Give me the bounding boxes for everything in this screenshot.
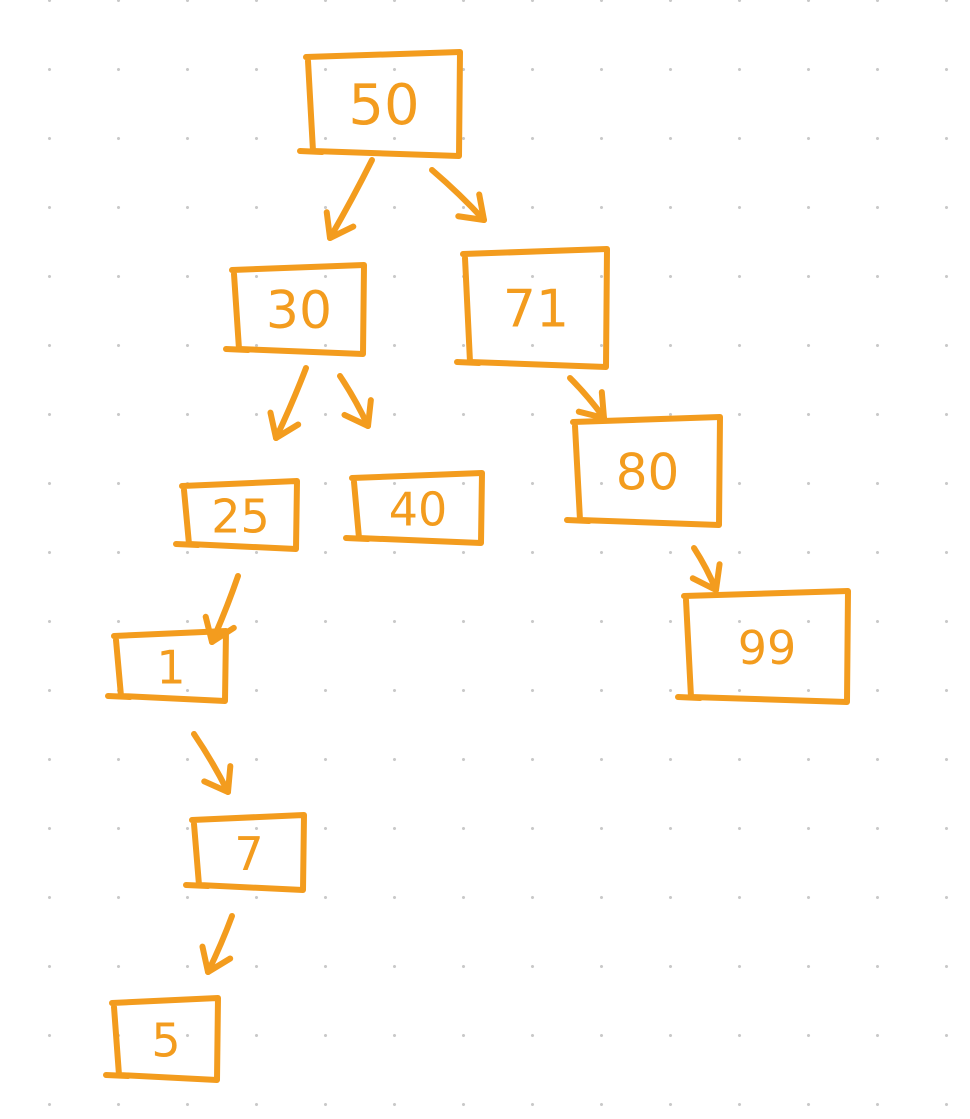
node-box-overshoot xyxy=(103,1072,131,1079)
edge-arrow-head xyxy=(323,209,357,241)
edge-arrow-n80-n99 xyxy=(689,545,723,593)
tree-node-71: 71 xyxy=(454,246,610,370)
edge-arrow-n50-n71 xyxy=(429,167,487,223)
edge-arrow-head xyxy=(199,943,234,975)
node-box xyxy=(109,995,221,1083)
node-label: 99 xyxy=(738,621,797,675)
edges-layer xyxy=(191,157,723,975)
node-box xyxy=(681,588,851,705)
edge-arrow-n50-n30 xyxy=(323,157,375,241)
tree-node-80: 80 xyxy=(564,414,723,528)
node-box xyxy=(229,262,367,357)
node-label: 1 xyxy=(156,641,185,695)
node-label: 40 xyxy=(389,483,448,537)
node-box xyxy=(303,49,463,159)
tree-node-30: 30 xyxy=(223,262,367,357)
tree-node-40: 40 xyxy=(343,470,485,546)
node-box-overshoot xyxy=(183,882,211,889)
edge-arrow-shaft xyxy=(191,731,231,795)
edge-arrow-head xyxy=(201,763,234,795)
node-box-overshoot xyxy=(173,541,201,548)
edge-arrow-shaft xyxy=(327,157,375,241)
edge-arrow-head xyxy=(455,191,487,223)
edge-arrow-shaft xyxy=(209,573,241,645)
node-box xyxy=(179,478,300,552)
node-box-overshoot xyxy=(675,694,703,701)
edge-arrow-head xyxy=(689,561,723,593)
node-box xyxy=(349,470,485,546)
node-box-overshoot xyxy=(297,148,325,155)
node-box xyxy=(189,812,307,893)
node-box-overshoot xyxy=(454,359,482,366)
edge-arrow-n30-n40 xyxy=(337,373,374,429)
edge-arrow-head xyxy=(267,409,302,441)
edge-arrow-shaft xyxy=(429,167,487,223)
edge-arrow-n1-n7 xyxy=(191,731,234,795)
edge-arrow-shaft xyxy=(273,365,309,441)
tree-node-50: 50 xyxy=(297,49,463,159)
node-box-overshoot xyxy=(564,517,592,524)
node-label: 71 xyxy=(503,280,569,340)
node-box xyxy=(111,628,229,704)
edge-arrow-n7-n5 xyxy=(199,913,235,975)
node-label: 30 xyxy=(266,281,332,341)
tree-node-99: 99 xyxy=(675,588,851,705)
node-label: 50 xyxy=(348,73,419,138)
edge-arrow-n71-n80 xyxy=(567,375,607,421)
edge-arrow-n30-n25 xyxy=(267,365,309,441)
node-label: 5 xyxy=(151,1014,180,1068)
node-label: 25 xyxy=(211,490,270,544)
node-box-overshoot xyxy=(105,693,133,700)
node-box-overshoot xyxy=(223,346,251,353)
node-box xyxy=(570,414,723,528)
tree-node-7: 7 xyxy=(183,812,307,893)
tree-node-25: 25 xyxy=(173,478,300,552)
node-label: 7 xyxy=(234,827,263,881)
tree-node-5: 5 xyxy=(103,995,221,1083)
node-box xyxy=(460,246,610,370)
node-box-overshoot xyxy=(343,535,371,542)
nodes-layer: 50 30 71 25 40 80 1 99 7 5 xyxy=(103,49,851,1083)
tree-node-1: 1 xyxy=(105,628,229,704)
node-label: 80 xyxy=(616,444,680,502)
edge-arrow-head xyxy=(341,397,374,429)
